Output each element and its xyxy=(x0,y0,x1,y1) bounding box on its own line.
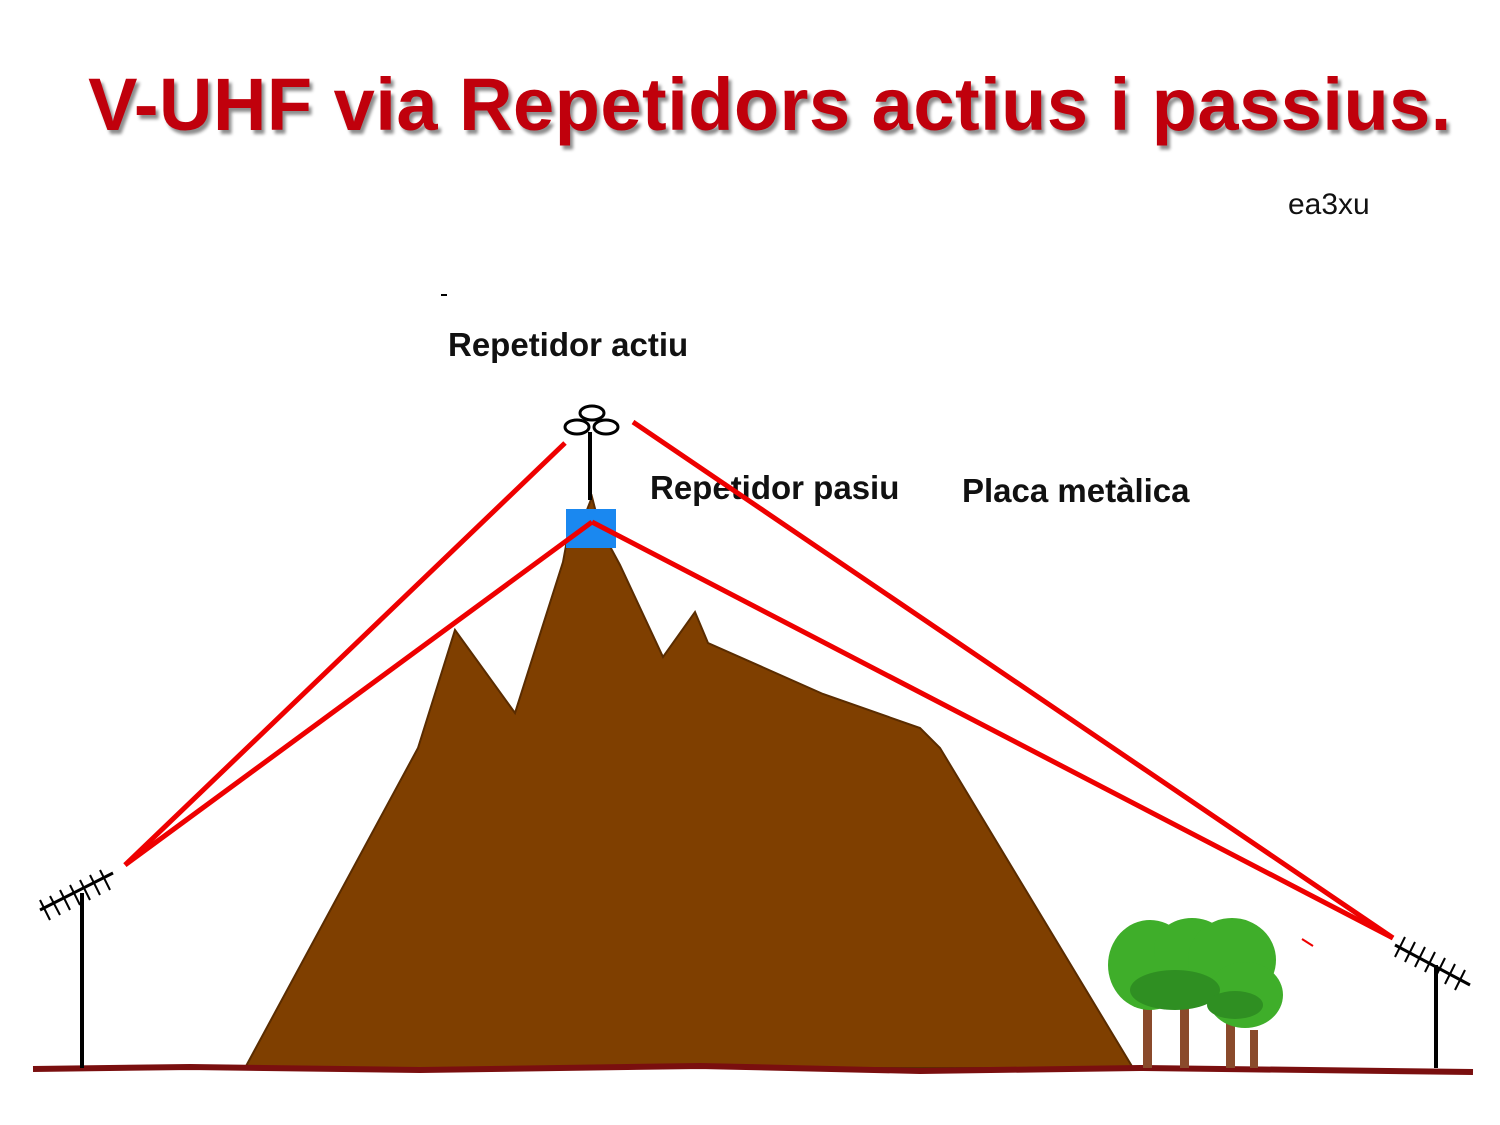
signal-left-to-active xyxy=(123,441,567,867)
repeater-antenna-icon xyxy=(563,404,620,500)
metal-plate-label: Placa metàlica xyxy=(962,472,1190,509)
signal-left-to-passive xyxy=(123,519,594,868)
author-callsign: ea3xu xyxy=(1288,188,1370,221)
trees xyxy=(1108,918,1283,1068)
passive-repeater-label: Repetidor pasiu xyxy=(650,469,900,506)
active-repeater-label: Repetidor actiu xyxy=(448,326,689,363)
signal-passive-to-right xyxy=(590,519,1395,941)
ground-line xyxy=(32,1062,1474,1075)
signal-active-to-right xyxy=(631,419,1395,941)
yagi-antenna-left xyxy=(39,869,114,1068)
page-title: V-UHF via Repetidors actius i passius. xyxy=(88,63,1452,146)
tree-icon xyxy=(1108,918,1283,1068)
signal-paths xyxy=(123,419,1395,941)
yagi-antenna-right xyxy=(1394,936,1471,1068)
mountain xyxy=(243,493,1135,1069)
